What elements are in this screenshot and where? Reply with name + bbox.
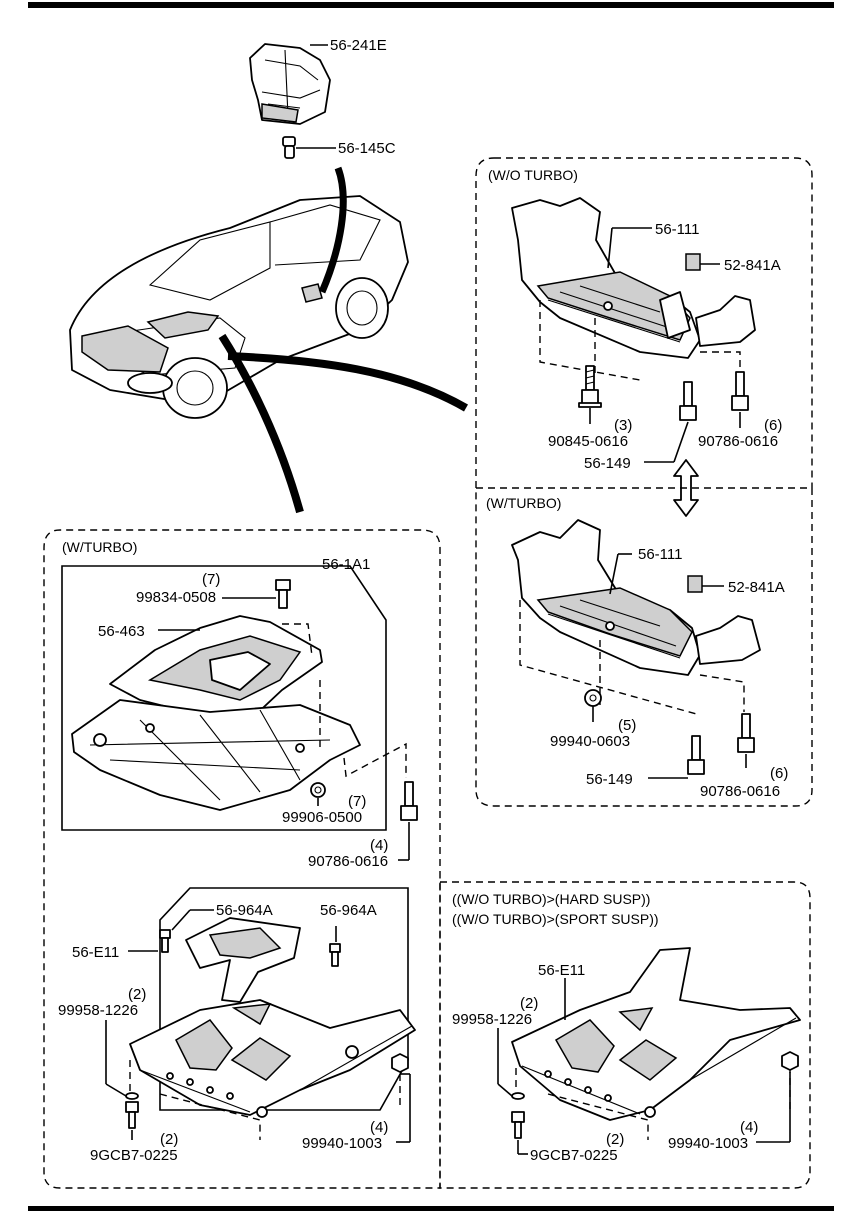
washer-99958-1226-right (511, 1092, 525, 1100)
callout-56-E11-left (159, 887, 409, 1111)
label-l1-99906: 99906-0500 (282, 809, 362, 826)
bracket-56-964A (185, 917, 301, 1003)
label-r3-q2a: (2) (520, 995, 538, 1012)
label-r2-q6: (6) (770, 765, 788, 782)
bolt-56-964A-a (159, 929, 171, 953)
bolt-90786-0616-w-turbo (737, 713, 755, 753)
label-r1-56-149: 56-149 (584, 455, 631, 472)
bolt-56-149-w-turbo (687, 735, 705, 775)
section-sport-susp: ((W/O TURBO)>(SPORT SUSP)) (452, 911, 659, 927)
label-l2-99940-1003: 99940-1003 (302, 1135, 382, 1152)
label-l1-56-1A1: 56-1A1 (322, 556, 370, 573)
nut-52-841A-wo-turbo (685, 253, 701, 271)
label-l1-q7a: (7) (202, 571, 220, 588)
undercover-56-1A1 (71, 699, 361, 811)
bolt-56-149-wo-turbo (679, 381, 697, 421)
subframe-56-E11-right (511, 947, 801, 1121)
leader-band-upper (318, 166, 347, 294)
nut-99940-0603 (584, 689, 602, 707)
nut-99906-0500 (310, 782, 326, 798)
label-l2-q4: (4) (370, 1119, 388, 1136)
washer-99958-1226-left (125, 1092, 139, 1100)
label-r2-52-841A: 52-841A (728, 579, 785, 596)
label-r1-52-841A: 52-841A (724, 257, 781, 274)
clip-56-145C (282, 136, 296, 159)
label-r2-56-149: 56-149 (586, 771, 633, 788)
label-r2-56-111: 56-111 (638, 546, 682, 563)
subframe-56-E11-left (129, 999, 416, 1118)
label-56-241E: 56-241E (330, 37, 387, 54)
label-r2-q5: (5) (618, 717, 636, 734)
undercover-56-111-w-turbo (511, 519, 761, 676)
cover-56-463 (109, 615, 323, 731)
callout-56-1A1 (61, 565, 387, 831)
label-l2-q2a: (2) (128, 986, 146, 1003)
label-l2-56-964A-b: 56-964A (320, 902, 377, 919)
label-r1-56-111: 56-111 (655, 221, 699, 238)
label-r3-99940-1003: 99940-1003 (668, 1135, 748, 1152)
section-w-turbo-left: (W/TURBO) (62, 539, 137, 555)
bottom-rule (28, 1206, 834, 1211)
nut-99940-1003-right (781, 1051, 799, 1071)
label-r3-99958: 99958-1226 (452, 1011, 532, 1028)
bolt-90786-0616-w-turbo-left (400, 781, 418, 821)
car-illustration (69, 195, 409, 419)
label-l1-56-463: 56-463 (98, 623, 145, 640)
bolt-90786-0616-wo-turbo (731, 371, 749, 411)
nut-52-841A-w-turbo (687, 575, 703, 593)
label-56-145C: 56-145C (338, 140, 396, 157)
label-l2-56-E11: 56-E11 (72, 944, 119, 961)
label-l1-q4: (4) (370, 837, 388, 854)
label-r3-q4: (4) (740, 1119, 758, 1136)
undercover-56-111-wo-turbo (511, 197, 756, 359)
label-l2-9GCB7: 9GCB7-0225 (90, 1147, 178, 1164)
section-w-turbo-right: (W/TURBO) (486, 495, 561, 511)
label-r1-q6: (6) (764, 417, 782, 434)
label-r2-99940-0603: 99940-0603 (550, 733, 630, 750)
label-r1-q3: (3) (614, 417, 632, 434)
bolt-90845-0616 (578, 365, 602, 408)
label-l1-99834: 99834-0508 (136, 589, 216, 606)
bolt-9GCB7-0225-left (125, 1101, 139, 1129)
leader-band-right (227, 352, 468, 412)
label-l1-q7b: (7) (348, 793, 366, 810)
bracket-56-241E (249, 43, 331, 125)
label-l2-99958: 99958-1226 (58, 1002, 138, 1019)
box-w-turbo-right (475, 487, 813, 807)
box-susp (439, 881, 811, 1189)
top-rule (28, 2, 834, 8)
label-r3-q2b: (2) (606, 1131, 624, 1148)
label-r1-90786: 90786-0616 (698, 433, 778, 450)
section-hard-susp: ((W/O TURBO)>(HARD SUSP)) (452, 891, 650, 907)
label-l2-56-964A-a: 56-964A (216, 902, 273, 919)
label-l2-q2b: (2) (160, 1131, 178, 1148)
label-l1-90786: 90786-0616 (308, 853, 388, 870)
label-r3-56-E11: 56-E11 (538, 962, 585, 979)
section-wo-turbo: (W/O TURBO) (488, 167, 578, 183)
label-r2-90786: 90786-0616 (700, 783, 780, 800)
box-w-turbo-left (43, 529, 441, 1189)
label-r3-9GCB7: 9GCB7-0225 (530, 1147, 618, 1164)
nut-99940-1003-left (391, 1053, 409, 1073)
leader-band-left (218, 333, 304, 514)
box-wo-turbo (475, 157, 813, 488)
label-r1-90845: 90845-0616 (548, 433, 628, 450)
bolt-56-964A-b (329, 943, 341, 967)
bolt-9GCB7-0225-right (511, 1111, 525, 1139)
bolt-99834-0508 (275, 579, 291, 609)
